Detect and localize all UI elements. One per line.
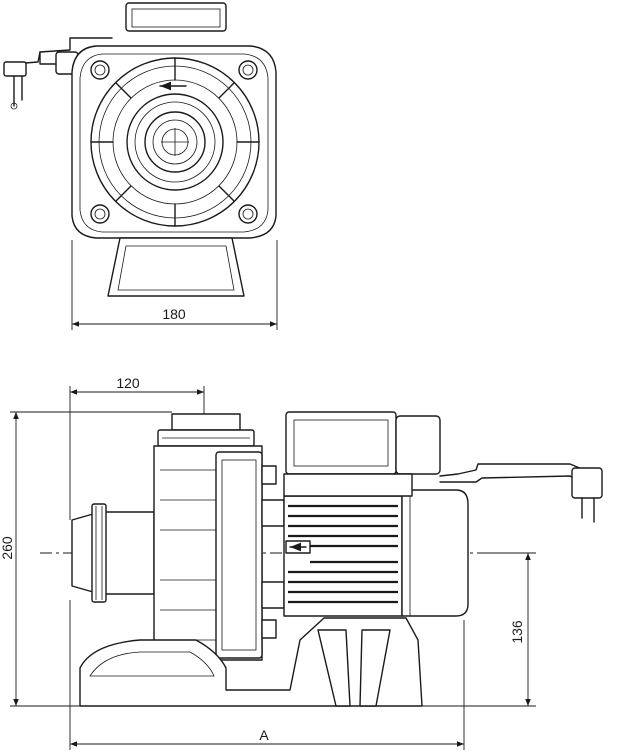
motor-fins: [288, 504, 398, 604]
dim-total-height: 260: [0, 536, 15, 560]
inlet-connector: [71, 503, 155, 603]
dim-shaft-height: 136: [509, 620, 525, 644]
dim-total-length: A: [259, 727, 269, 743]
side-view: 120 260 136 A: [0, 375, 603, 750]
front-view: 180: [3, 2, 278, 330]
outlet-connector: [157, 413, 255, 447]
dim-front-width: 180: [162, 306, 186, 322]
dim-side-offset: 120: [116, 375, 140, 391]
side-cable-plug: [439, 463, 603, 523]
